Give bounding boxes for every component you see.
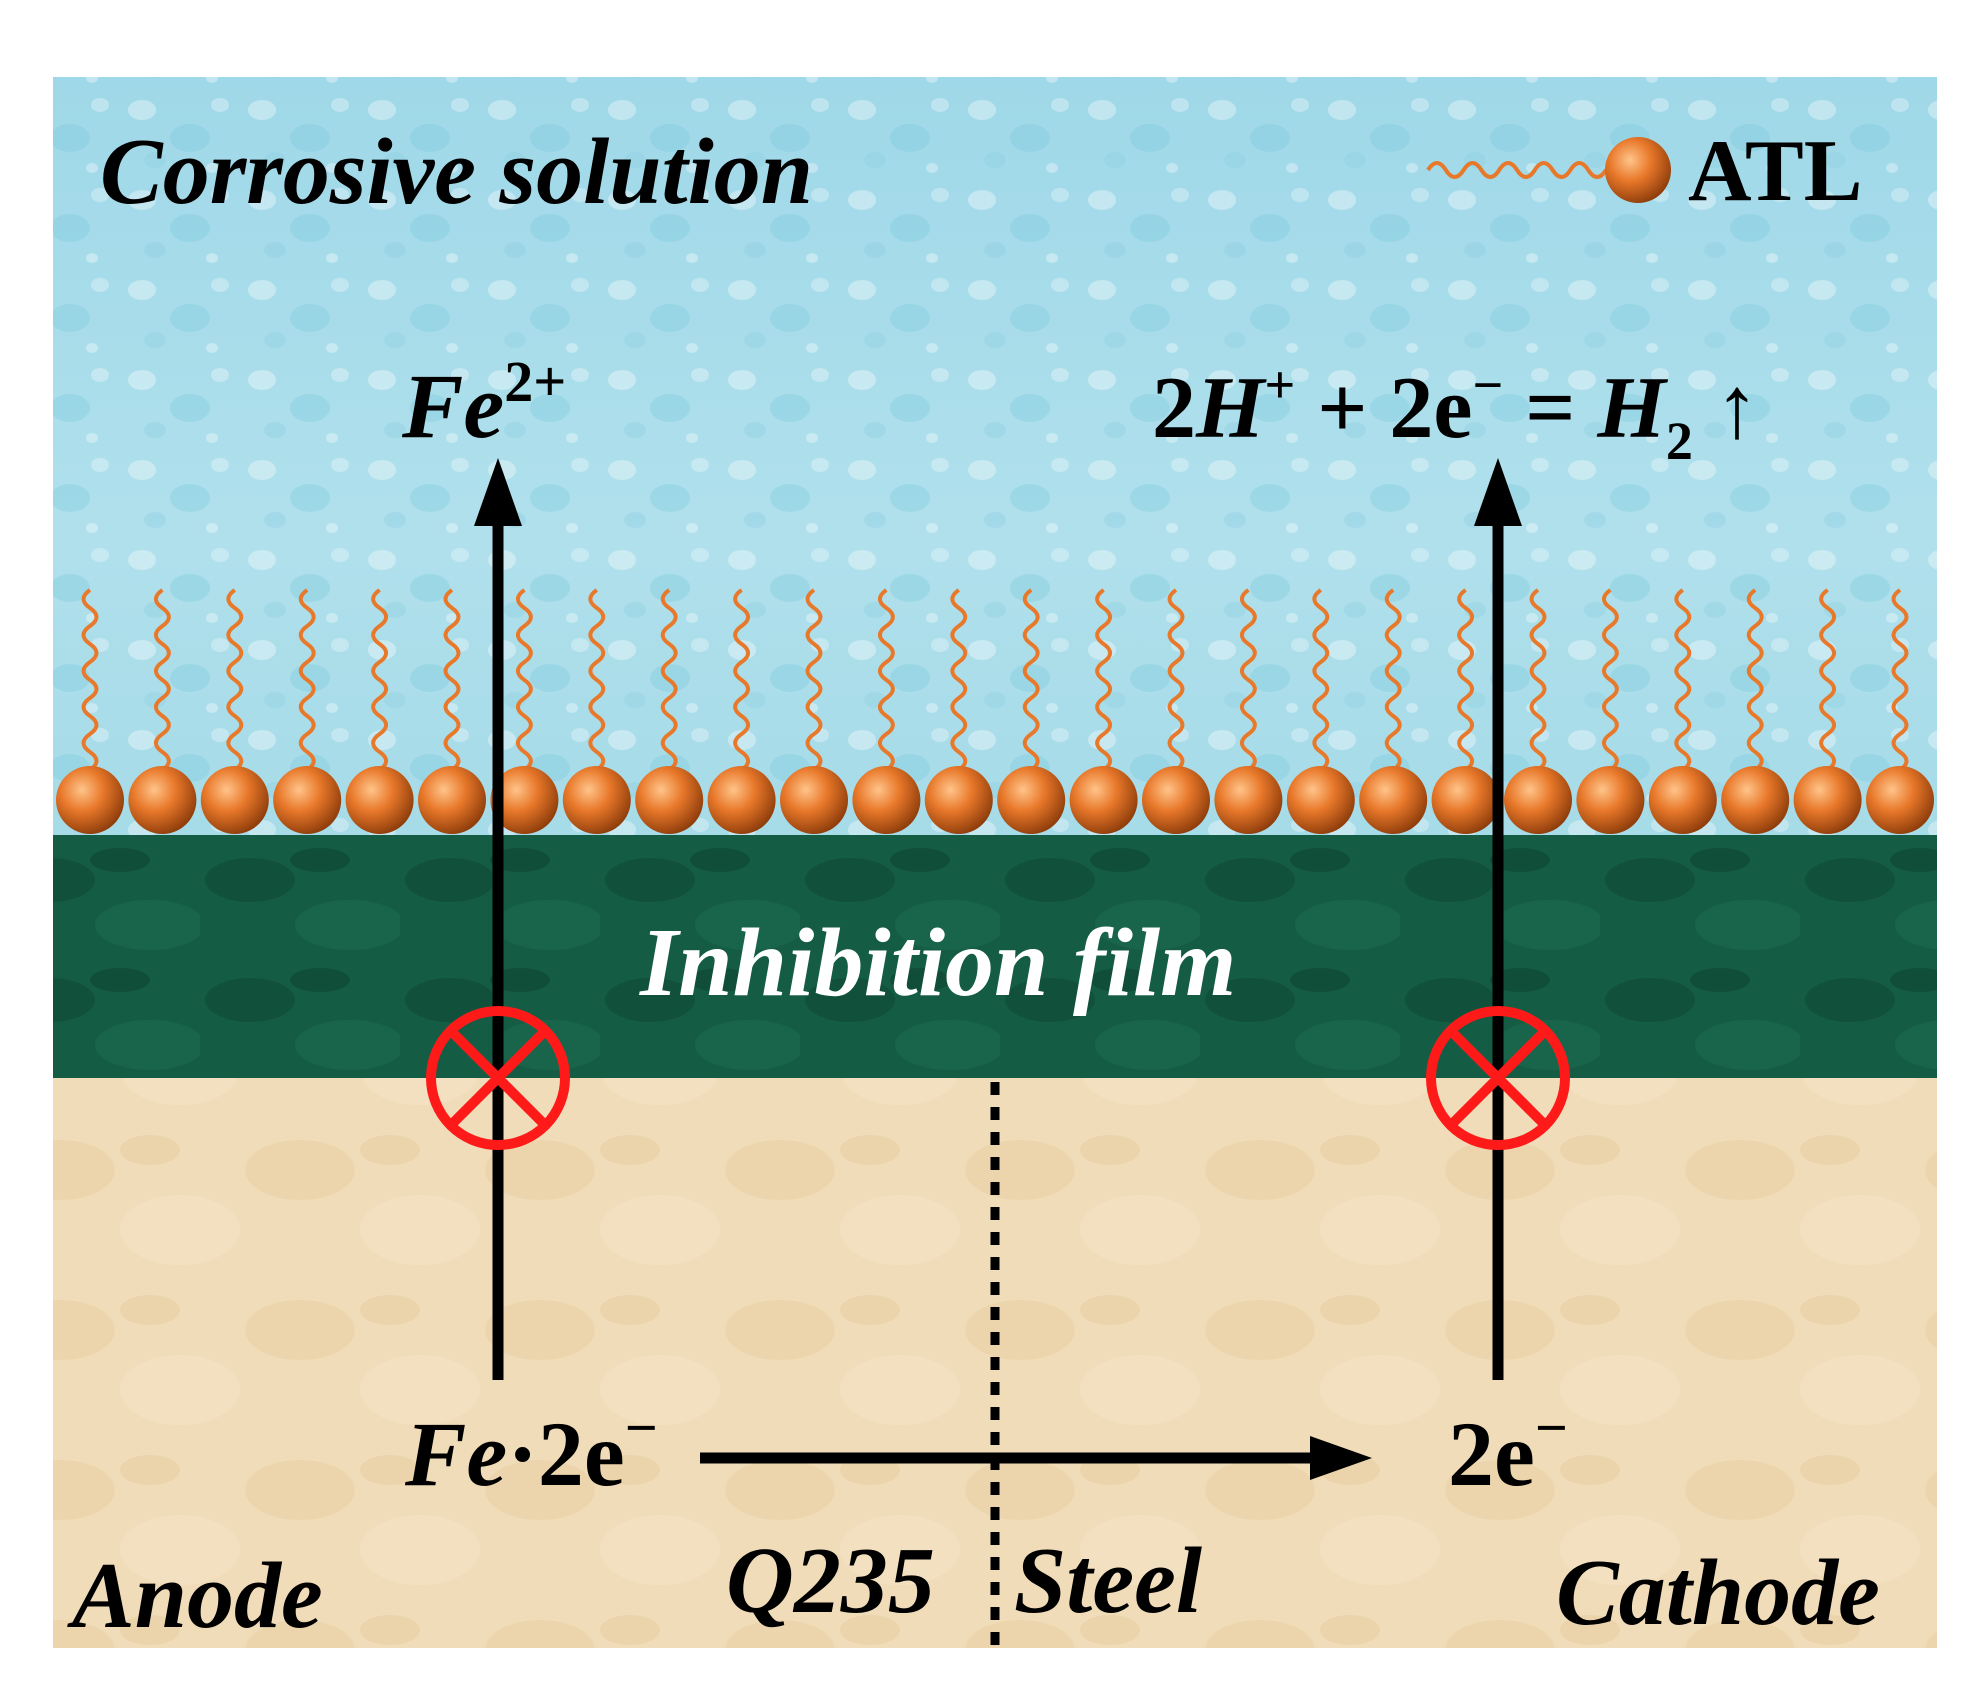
anode-blocked-icon [426, 1006, 570, 1150]
atl-tail [443, 588, 461, 772]
atl-tail [1095, 588, 1113, 772]
fe-oxidation-label: Fe·2e− [404, 1395, 658, 1505]
atl-head [852, 766, 921, 834]
atl-head [997, 766, 1066, 834]
atl-head [1721, 766, 1790, 834]
atl-tail [1022, 588, 1040, 772]
atl-head [1576, 766, 1645, 834]
inhibition-film-layer [53, 835, 1937, 1078]
atl-tail [1167, 588, 1185, 772]
atl-tail [226, 588, 244, 772]
atl-tail [298, 588, 316, 772]
atl-head [345, 766, 414, 834]
atl-tail [515, 588, 533, 772]
cathode-arrow [1474, 458, 1522, 1380]
atl-tail [1601, 588, 1619, 772]
atl-tail [1384, 588, 1402, 772]
legend-chain-icon [1426, 161, 1608, 179]
anode-label: Anode [67, 1544, 323, 1648]
atl-head [1866, 766, 1934, 834]
corrosive-solution-layer [53, 77, 1937, 835]
atl-tail [1891, 588, 1909, 772]
atl-head [1793, 766, 1862, 834]
atl-tail [588, 588, 606, 772]
atl-molecule-layer [56, 588, 1934, 834]
atl-head [418, 766, 486, 834]
atl-tail [371, 588, 389, 772]
atl-head [924, 766, 993, 834]
electron-flow-arrow [700, 1436, 1372, 1480]
atl-tail [877, 588, 895, 772]
atl-head [1286, 766, 1355, 834]
legend-label: ATL [1688, 123, 1862, 220]
atl-head [273, 766, 342, 834]
atl-tail [1674, 588, 1692, 772]
atl-tail [1819, 588, 1837, 772]
atl-head [562, 766, 631, 834]
atl-head [635, 766, 704, 834]
atl-head [1648, 766, 1717, 834]
atl-tail [1529, 588, 1547, 772]
atl-tail [950, 588, 968, 772]
atl-tail [81, 588, 99, 772]
atl-legend: ATL [1426, 123, 1862, 220]
atl-tail [733, 588, 751, 772]
atl-head [1504, 766, 1572, 834]
atl-head [780, 766, 848, 834]
atl-tail [1312, 588, 1330, 772]
atl-tail [1457, 588, 1475, 772]
legend-ball-icon [1605, 137, 1671, 203]
anode-arrow [474, 458, 522, 1380]
film-label: Inhibition film [639, 909, 1236, 1017]
atl-head [128, 766, 197, 834]
hydrogen-equation: 2H+ + 2e− = H2 ↑ [1152, 355, 1759, 471]
atl-tail [153, 588, 171, 772]
atl-head [707, 766, 776, 834]
atl-head [200, 766, 269, 834]
cathode-blocked-icon [1426, 1006, 1570, 1150]
atl-tail [660, 588, 678, 772]
atl-head [1142, 766, 1210, 834]
q235-label: Q235 [726, 1529, 935, 1633]
steel-label: Steel [1014, 1529, 1202, 1633]
atl-tail [1239, 588, 1257, 772]
atl-head [56, 766, 124, 834]
atl-tail [805, 588, 823, 772]
cathode-label: Cathode [1556, 1541, 1880, 1645]
atl-head [1359, 766, 1428, 834]
electrons-label: 2e− [1448, 1395, 1568, 1505]
atl-tail [1746, 588, 1764, 772]
atl-head [490, 766, 559, 834]
fe-ion-label: Fe2+ [401, 349, 566, 457]
atl-head [1069, 766, 1138, 834]
atl-head [1214, 766, 1283, 834]
solution-label: Corrosive solution [100, 120, 813, 224]
atl-head [1431, 766, 1500, 834]
